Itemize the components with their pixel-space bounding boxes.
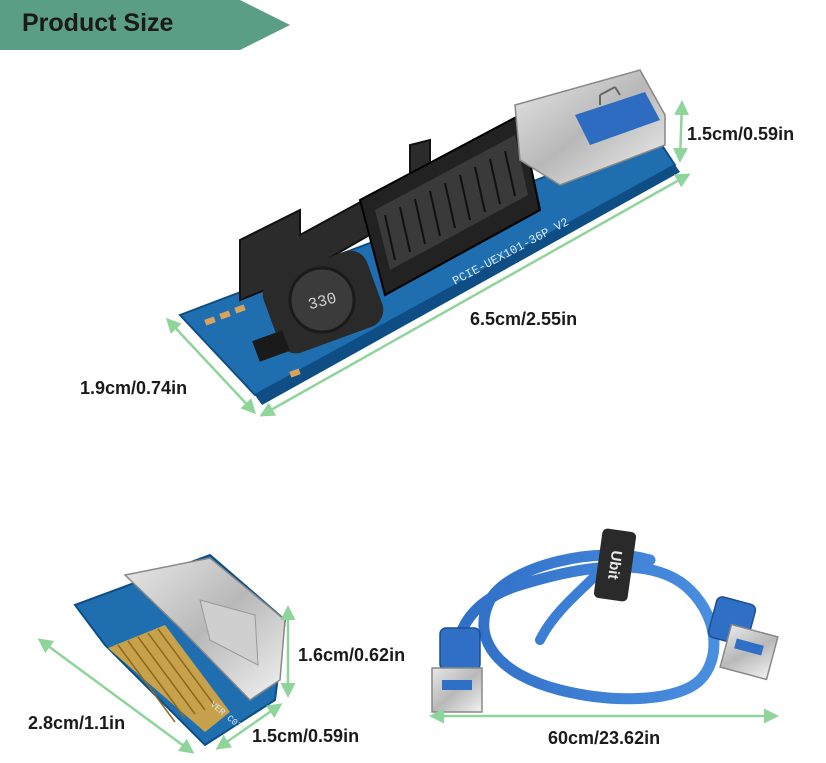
adapter-width-arrow (37, 638, 195, 754)
usb-port (514, 69, 666, 186)
riser-width-arrow (165, 317, 257, 415)
adapter-width-label: 2.8cm/1.1in (28, 713, 126, 733)
riser-length-arrow (259, 173, 691, 417)
banner-title: Product Size (22, 9, 174, 37)
cable-strap: Ubit (593, 528, 637, 602)
product-size-banner (0, 0, 290, 50)
riser-width-label: 1.9cm/0.74in (80, 378, 188, 398)
cable-length-label: 60cm/23.62in (548, 728, 661, 748)
strap-text: Ubit (604, 549, 625, 580)
adapter-depth-arrow (215, 703, 283, 750)
usb-cable: Ubit (431, 528, 779, 713)
riser-height-label: 1.5cm/0.59in (687, 124, 795, 144)
usb-plug-left (431, 627, 483, 713)
riser-board: 330 PCIE-UEX101-36P V2 (178, 69, 680, 405)
usb-plug-right (707, 596, 779, 681)
riser-length-label: 6.5cm/2.55in (470, 309, 578, 329)
adapter-depth-label: 1.5cm/0.59in (252, 726, 360, 746)
riser-height-arrow (672, 100, 690, 163)
adapter-usb-housing (123, 557, 286, 701)
adapter-height-label: 1.6cm/0.62in (298, 645, 406, 665)
